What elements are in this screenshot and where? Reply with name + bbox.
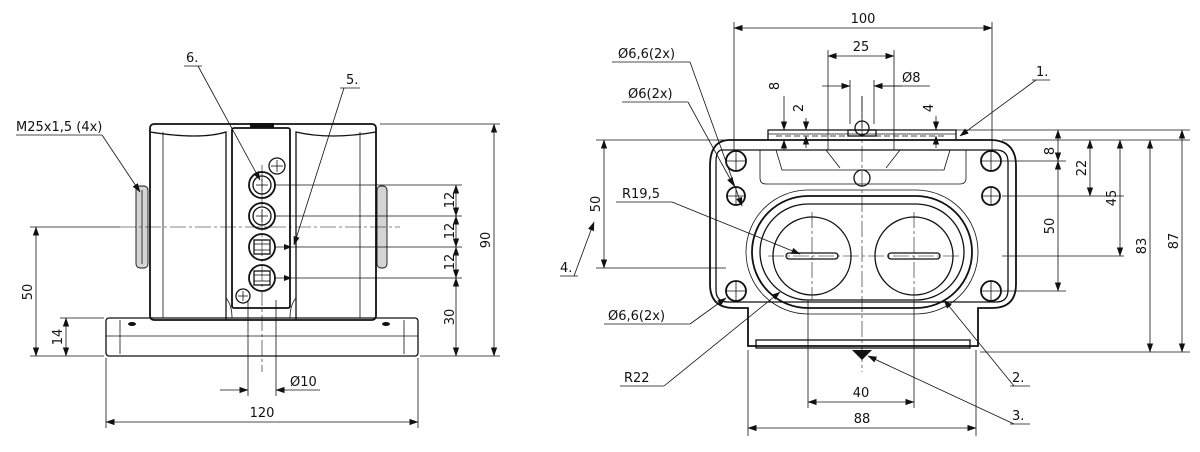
dim-12-c: 12 <box>443 254 458 271</box>
front-dim-right: 8 50 22 45 83 87 <box>956 129 1190 353</box>
front-mounting-hole-mr <box>981 186 1001 206</box>
item-1-label: 1. <box>1036 65 1048 80</box>
front-dim-25: 25 <box>827 40 895 150</box>
radius-19-5-label: R19,5 <box>622 187 660 202</box>
dim-83: 83 <box>1135 238 1150 255</box>
dim-2: 2 <box>792 104 807 112</box>
dim-diameter-8: Ø8 <box>902 71 921 86</box>
dim-12-a: 12 <box>443 192 458 209</box>
dim-50-left: 50 <box>589 196 604 213</box>
dim-50-right: 50 <box>1043 218 1058 235</box>
front-mounting-hole-br <box>980 280 1002 302</box>
front-dim-bottom: 40 88 <box>747 300 977 436</box>
dim-88: 88 <box>854 412 871 427</box>
dim-8-right: 8 <box>1043 147 1058 155</box>
dim-4: 4 <box>922 104 937 112</box>
item-5-label: 5. <box>346 73 358 88</box>
hole-6-label: Ø6(2x) <box>628 87 673 102</box>
side-center-plate <box>231 123 291 309</box>
front-housing <box>709 139 1017 349</box>
dim-12-b: 12 <box>443 223 458 240</box>
front-view: 100 25 Ø8 8 2 <box>560 12 1190 436</box>
dim-45: 45 <box>1105 190 1120 207</box>
thread-label: M25x1,5 (4x) <box>16 120 102 135</box>
side-dim-left: 50 14 <box>21 226 120 357</box>
hole-66-top-label: Ø6,6(2x) <box>618 47 675 62</box>
front-mounting-hole-tl <box>725 150 747 172</box>
item-4-label: 4. <box>560 261 572 276</box>
dim-87: 87 <box>1167 233 1182 250</box>
dim-22: 22 <box>1075 160 1090 177</box>
hole-66-bottom-label: Ø6,6(2x) <box>608 309 665 324</box>
front-dim-left: 50 <box>589 139 726 269</box>
dim-100: 100 <box>851 12 876 27</box>
front-mounting-hole-tr <box>980 150 1002 172</box>
dim-diameter-10: Ø10 <box>290 375 317 390</box>
dim-40: 40 <box>853 386 870 401</box>
side-dim-bottom: 120 Ø10 <box>105 300 419 428</box>
dim-14: 14 <box>51 329 66 346</box>
dim-120: 120 <box>250 406 275 421</box>
dim-50-side: 50 <box>21 284 36 301</box>
front-seal <box>745 189 979 315</box>
item-2-label: 2. <box>1012 371 1024 386</box>
dim-30: 30 <box>443 309 458 326</box>
item-3-label: 3. <box>1012 409 1024 424</box>
front-mounting-hole-bl <box>725 280 747 302</box>
front-leaders: Ø6,6(2x) Ø6(2x) 1. R19,5 4. Ø6,6(2x) R22… <box>560 47 1050 425</box>
side-view: 12 12 12 30 90 50 14 120 <box>16 51 500 428</box>
dim-90: 90 <box>479 232 494 249</box>
dim-25: 25 <box>853 40 870 55</box>
item-6-label: 6. <box>186 51 198 66</box>
dim-8-top: 8 <box>768 82 783 90</box>
front-dim-dia8: Ø8 <box>822 71 930 124</box>
radius-22-label: R22 <box>624 371 650 386</box>
front-dim-small-verticals: 8 2 4 <box>768 82 946 150</box>
front-dim-100: 100 <box>733 12 993 150</box>
side-dim-stack: 12 12 12 30 90 <box>275 123 500 357</box>
side-leaders: M25x1,5 (4x) 6. 5. <box>16 51 360 246</box>
